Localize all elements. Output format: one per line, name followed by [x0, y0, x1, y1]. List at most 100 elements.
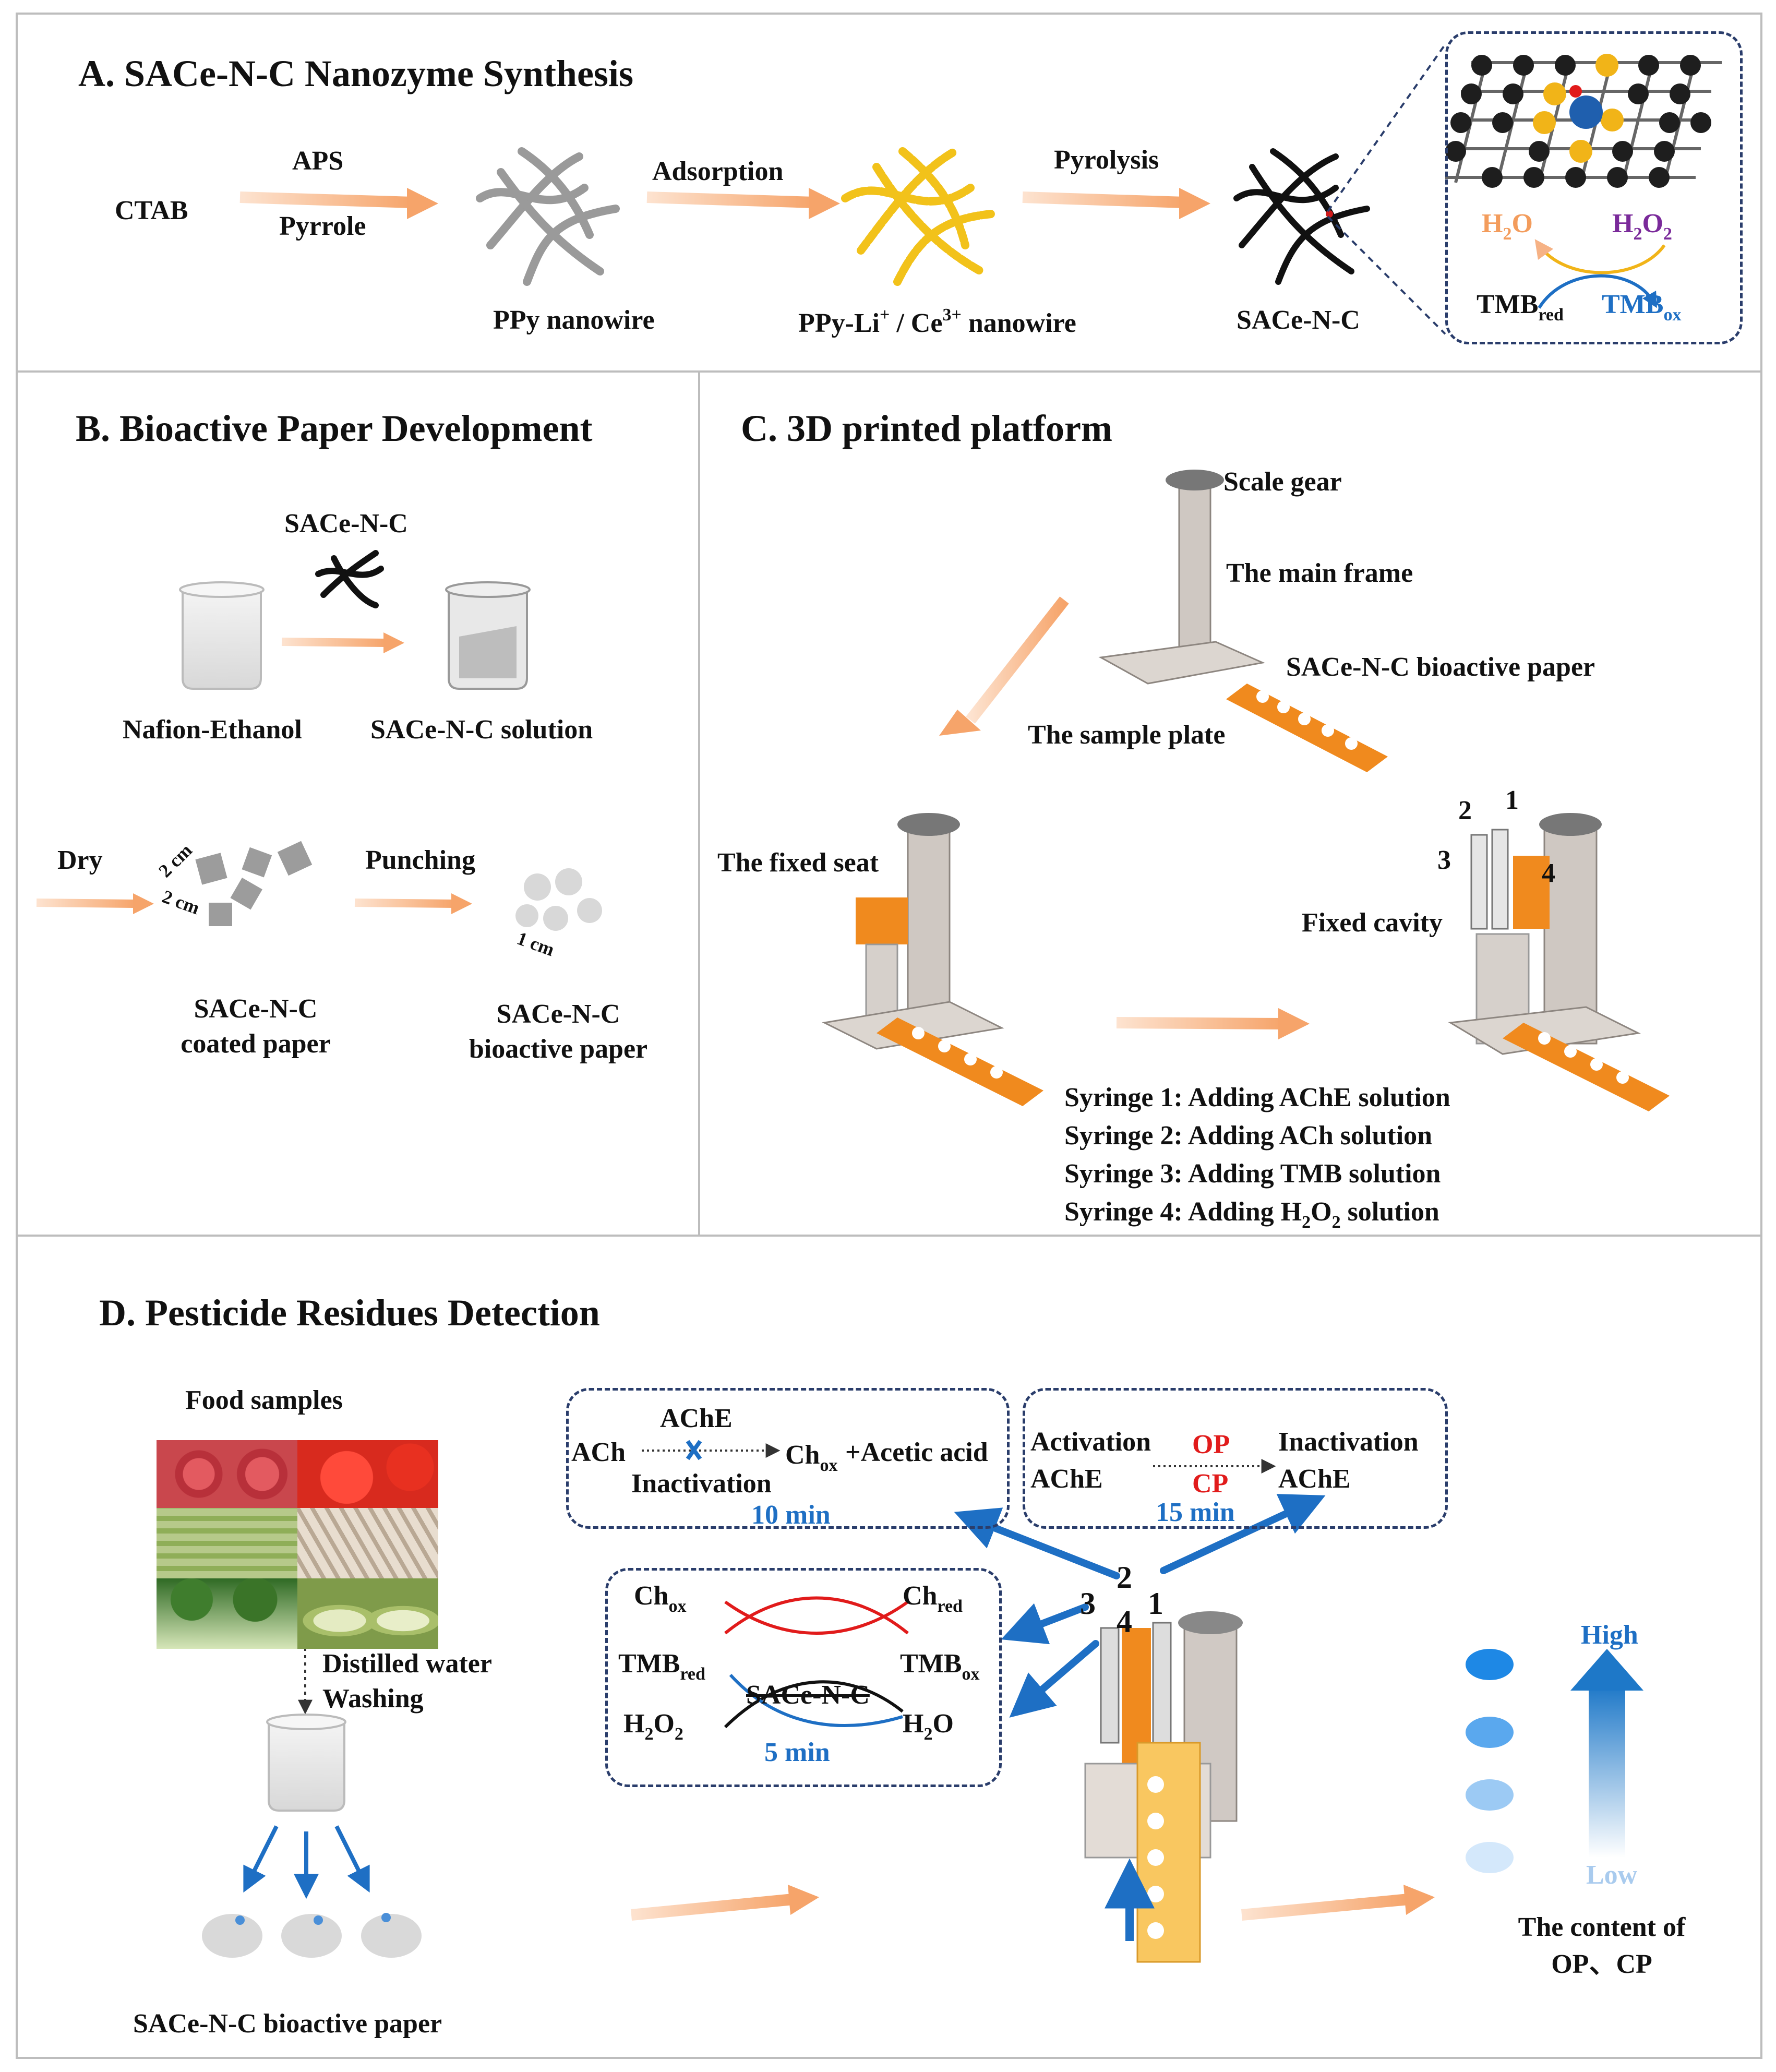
- label-bioactive-paper-c: SACe-N-C bioactive paper: [1286, 652, 1595, 682]
- box2-cp: CP: [1192, 1469, 1229, 1499]
- d-syringe-num-2: 2: [1117, 1560, 1132, 1595]
- label-sace-solution: SACe-N-C solution: [370, 715, 593, 745]
- label-syringe-4: Syringe 4: Adding H2O2 solution: [1064, 1197, 1439, 1232]
- device-main-frame: [1098, 470, 1266, 685]
- reaction-box-ach: [566, 1388, 1010, 1529]
- food-bok-choy: [157, 1578, 297, 1649]
- box3-tmbox: TMBox: [900, 1649, 980, 1684]
- box1-cho: Chox: [785, 1440, 838, 1475]
- atomic-structure-graphic: [1445, 54, 1722, 188]
- beaker-solution: [445, 581, 531, 690]
- label-ppy-li-ce-nanowire: PPy-Li+ / Ce3+ nanowire: [798, 305, 1076, 338]
- label-high: High: [1581, 1620, 1638, 1650]
- arrow-c-diag: [939, 596, 1069, 736]
- sace-particles: [315, 550, 384, 608]
- label-sample-plate: The sample plate: [1028, 720, 1226, 750]
- box1-time: 10 min: [751, 1500, 831, 1530]
- box3-arrows: [724, 1596, 909, 1729]
- d-syringe-num-1: 1: [1148, 1586, 1163, 1621]
- device-fixed-cavity: [1448, 813, 1670, 1111]
- ppy-li-ce-nanowire-graphic: [841, 147, 995, 286]
- arrow-d2: [1241, 1885, 1435, 1921]
- label-scale-gear: Scale gear: [1223, 467, 1342, 497]
- d-syringe-num-4: 4: [1117, 1604, 1132, 1639]
- box3-h2o: H2O: [903, 1709, 954, 1744]
- reaction-box-activation: [1023, 1388, 1448, 1529]
- sample-discs: [202, 1913, 422, 1958]
- inset-h2o2: H2O2: [1612, 209, 1672, 244]
- box3-chred: Chred: [903, 1581, 963, 1616]
- beaker-washing: [266, 1714, 346, 1812]
- panel-c-title: C. 3D printed platform: [741, 408, 1112, 449]
- label-pyrolysis: Pyrolysis: [1054, 145, 1159, 175]
- panel-b-title: B. Bioactive Paper Development: [76, 408, 593, 449]
- label-syringe-num-3: 3: [1437, 845, 1451, 875]
- food-apples: [157, 1440, 297, 1508]
- box3-time: 5 min: [764, 1738, 830, 1767]
- ppy-nanowire-graphic: [476, 147, 620, 286]
- panel-d-frame: [16, 1235, 1762, 2059]
- label-fixed-seat: The fixed seat: [717, 848, 879, 878]
- sace-n-c-nanowire-graphic: [1233, 148, 1370, 285]
- food-photo-grid: [157, 1440, 438, 1649]
- food-mushrooms: [297, 1508, 438, 1578]
- label-dry: Dry: [57, 845, 103, 875]
- d-syringe-num-3: 3: [1080, 1586, 1096, 1621]
- label-syringe-num-2: 2: [1458, 796, 1472, 825]
- label-ppy-nanowire: PPy nanowire: [493, 305, 655, 335]
- box3-h2o2: H2O2: [623, 1709, 683, 1744]
- inset-tmb-ox: TMBox: [1602, 290, 1682, 325]
- label-food-samples: Food samples: [185, 1385, 343, 1415]
- label-sace-top: SACe-N-C: [284, 509, 408, 538]
- box1-x-mark: [686, 1440, 702, 1460]
- label-bioactive-paper-d: SACe-N-C bioactive paper: [133, 2009, 442, 2039]
- label-pyrrole: Pyrrole: [279, 211, 366, 241]
- label-syringe-num-1: 1: [1505, 785, 1519, 815]
- inset-tmb-red: TMBred: [1477, 290, 1564, 325]
- label-syringe-3: Syringe 3: Adding TMB solution: [1064, 1159, 1441, 1189]
- ce-single-atom-dot: [1326, 210, 1333, 218]
- panel-d-title: D. Pesticide Residues Detection: [99, 1292, 600, 1334]
- box1-inactivation: Inactivation: [631, 1469, 772, 1499]
- label-low: Low: [1586, 1860, 1638, 1890]
- box3-chox: Chox: [634, 1581, 687, 1616]
- food-cabbage: [297, 1578, 438, 1649]
- inset-blue-curve: [1538, 274, 1657, 309]
- beaker-nafion: [179, 581, 265, 690]
- label-aps: APS: [292, 146, 344, 176]
- label-adsorption: Adsorption: [652, 157, 784, 186]
- reaction-box-tmb: [605, 1568, 1002, 1787]
- label-syringe-num-4: 4: [1542, 858, 1555, 888]
- box2-time: 15 min: [1156, 1498, 1235, 1527]
- box1-ach: ACh: [571, 1438, 626, 1467]
- arrow-adsorption: [646, 188, 840, 219]
- food-celery: [157, 1508, 297, 1578]
- arrow-d1: [630, 1885, 819, 1921]
- label-syringe-1: Syringe 1: Adding AChE solution: [1064, 1083, 1450, 1112]
- food-tomatoes: [297, 1440, 438, 1508]
- label-punching: Punching: [365, 845, 475, 875]
- arrow-aps: [239, 188, 438, 219]
- color-discs: [1466, 1649, 1514, 1873]
- arrow-dry: [36, 893, 154, 914]
- coated-paper-squares: [195, 841, 313, 926]
- punched-discs: [515, 868, 602, 931]
- label-syringe-2: Syringe 2: Adding ACh solution: [1064, 1121, 1433, 1151]
- label-fixed-cavity: Fixed cavity: [1302, 908, 1443, 938]
- content-gradient-arrow: [1570, 1649, 1643, 1858]
- device-fixed-seat: [822, 813, 1043, 1106]
- arrow-pyrolysis: [1022, 188, 1210, 219]
- label-sace-n-c: SACe-N-C: [1237, 305, 1360, 335]
- label-ctab: CTAB: [115, 196, 188, 225]
- arrow-c-horiz: [1116, 1008, 1310, 1039]
- arrow-b1: [281, 632, 404, 653]
- box2-op: OP: [1192, 1430, 1230, 1459]
- arrow-punching: [354, 893, 472, 914]
